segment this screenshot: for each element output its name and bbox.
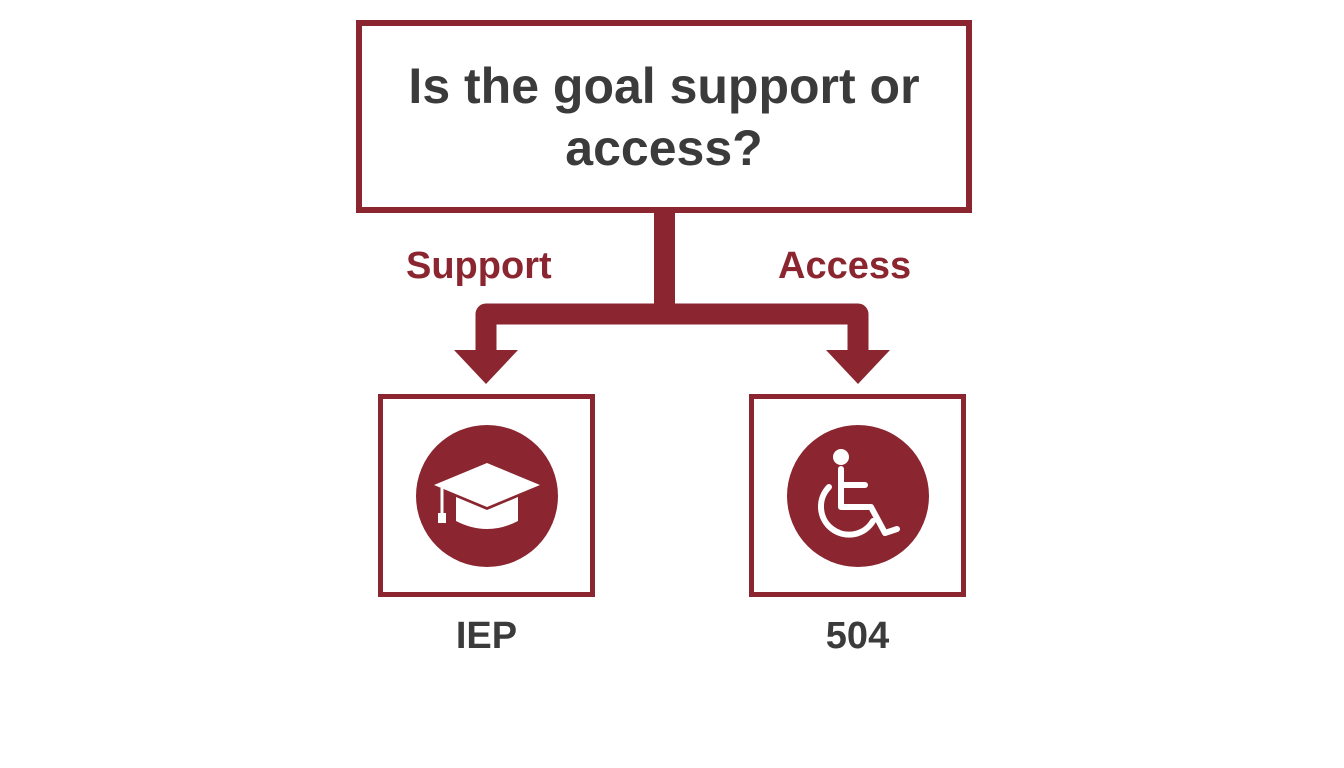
trunk-line	[654, 206, 675, 304]
504-box	[749, 394, 966, 597]
outcome-label-504: 504	[825, 615, 890, 657]
graduation-cap-icon	[433, 462, 540, 529]
split-line	[475, 303, 869, 352]
504-icon-circle	[786, 424, 929, 567]
arrow-head-right	[826, 350, 890, 384]
outcome-label-iep: IEP	[455, 615, 518, 657]
iep-icon-circle	[415, 424, 558, 567]
wheelchair-icon	[817, 448, 900, 538]
question-text: Is the goal support or access?	[408, 57, 920, 176]
branch-label-support: Support	[406, 245, 552, 287]
arrow-head-left	[454, 350, 518, 384]
question-box: Is the goal support or access?	[356, 20, 972, 213]
iep-box	[378, 394, 595, 597]
branch-label-access: Access	[778, 245, 912, 287]
